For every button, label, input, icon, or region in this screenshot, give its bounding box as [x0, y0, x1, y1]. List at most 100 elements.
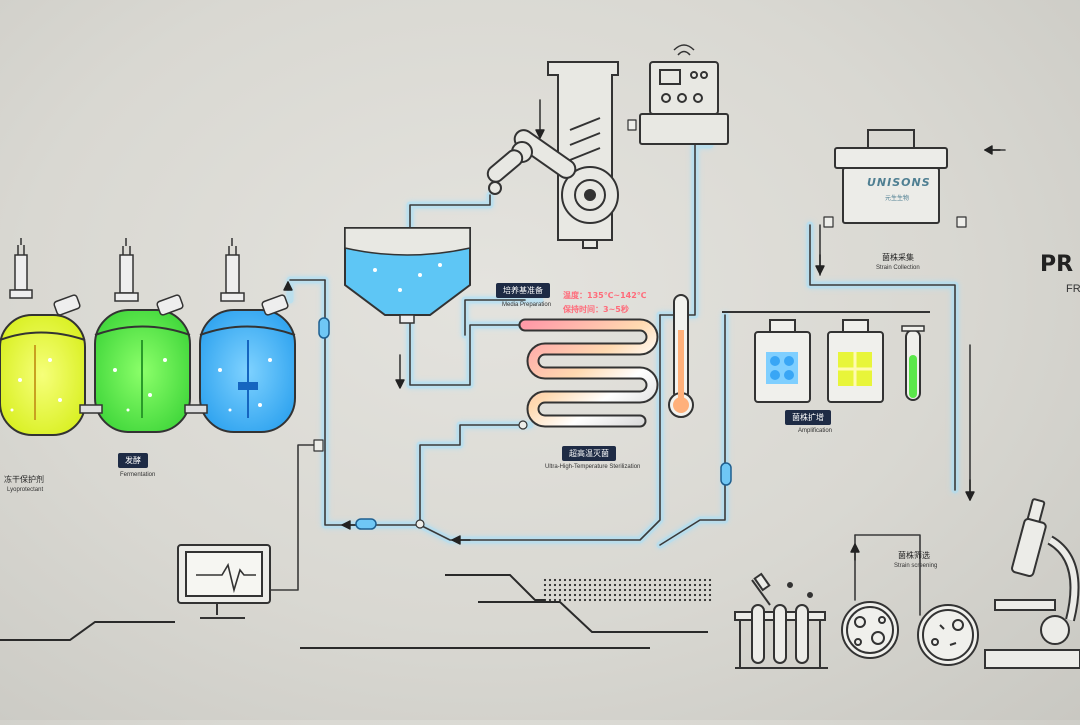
grid-dot — [663, 578, 667, 582]
grid-dot — [668, 593, 672, 597]
grid-dot — [623, 583, 627, 587]
grid-dot — [588, 588, 592, 592]
uht-sterilization-label: 超高温灭菌 — [562, 446, 616, 461]
grid-dot — [633, 593, 637, 597]
grid-dot — [653, 583, 657, 587]
section-subtitle: FR — [1066, 283, 1080, 295]
grid-dot — [583, 578, 587, 582]
grid-dot — [543, 583, 547, 587]
grid-dot — [578, 583, 582, 587]
thermometer — [668, 294, 694, 418]
grid-dot — [578, 588, 582, 592]
grid-dot — [598, 598, 602, 602]
grid-dot — [588, 578, 592, 582]
grid-dot — [608, 578, 612, 582]
lyoprotectant-label: 冻干保护剂 — [4, 475, 44, 484]
grid-dot — [698, 593, 702, 597]
grid-dot — [603, 598, 607, 602]
lyoprotectant-label-en: Lyoprotectant — [7, 487, 44, 493]
grid-dot — [578, 598, 582, 602]
grid-dot — [648, 578, 652, 582]
grid-dot — [593, 588, 597, 592]
grid-dot — [598, 583, 602, 587]
grid-dot — [583, 598, 587, 602]
strain-screening-label-en: Strain screening — [894, 563, 938, 569]
grid-dot — [548, 583, 552, 587]
grid-dot — [618, 593, 622, 597]
grid-dot — [648, 588, 652, 592]
grid-dot — [563, 593, 567, 597]
amplification-bottles — [722, 311, 930, 403]
monitor — [177, 544, 271, 619]
grid-dot — [568, 598, 572, 602]
grid-dot — [558, 593, 562, 597]
grid-dot — [643, 588, 647, 592]
grid-dot — [623, 593, 627, 597]
grid-dot — [633, 598, 637, 602]
grid-dot — [693, 583, 697, 587]
grid-dot — [628, 593, 632, 597]
section-title: PR — [1040, 252, 1074, 277]
grid-dot — [548, 593, 552, 597]
grid-dot — [563, 598, 567, 602]
grid-dot — [708, 588, 712, 592]
grid-dot — [558, 578, 562, 582]
grid-dot — [653, 578, 657, 582]
tank-yellow — [0, 238, 86, 436]
grid-dot — [703, 578, 707, 582]
grid-dot — [628, 583, 632, 587]
grid-dot — [593, 598, 597, 602]
grid-dot — [573, 593, 577, 597]
grid-dot — [623, 578, 627, 582]
grid-dot — [693, 598, 697, 602]
grid-dot — [668, 598, 672, 602]
grid-dot — [688, 583, 692, 587]
grid-dot — [673, 578, 677, 582]
grid-dot — [683, 593, 687, 597]
grid-dot — [683, 578, 687, 582]
grid-dot — [558, 598, 562, 602]
grid-dot — [603, 583, 607, 587]
fermentation-label: 发酵 — [118, 453, 148, 468]
strain-collection-label-en: Strain Collection — [876, 265, 920, 271]
circuit-traces — [0, 574, 708, 649]
grid-dot — [703, 593, 707, 597]
grid-dot — [673, 588, 677, 592]
tank-connector — [184, 404, 208, 414]
tank-green — [94, 238, 191, 433]
brand-logo-text: UNISONS — [867, 176, 931, 189]
strain-collection-label: 菌株采集 — [882, 253, 914, 262]
grid-dot — [573, 583, 577, 587]
uht-sterilization-label-en: Ultra-High-Temperature Sterilization — [545, 464, 641, 470]
grid-dot — [653, 598, 657, 602]
grid-dot — [693, 593, 697, 597]
grid-dot — [658, 598, 662, 602]
grid-dot — [568, 593, 572, 597]
grid-dot — [653, 588, 657, 592]
grid-dot — [648, 593, 652, 597]
grid-dot — [553, 583, 557, 587]
grid-dot — [698, 598, 702, 602]
grid-dot — [598, 578, 602, 582]
grid-dot — [553, 593, 557, 597]
amplification-label: 菌株扩增 — [785, 410, 831, 425]
petri-dishes — [841, 601, 979, 666]
grid-dot — [593, 583, 597, 587]
grid-dot — [678, 593, 682, 597]
grid-dot — [708, 578, 712, 582]
grid-dot — [703, 588, 707, 592]
grid-dot — [578, 593, 582, 597]
grid-dot — [568, 583, 572, 587]
grid-dot — [683, 583, 687, 587]
grid-dot — [663, 583, 667, 587]
grid-dot — [633, 588, 637, 592]
grid-dot — [658, 593, 662, 597]
grid-dot — [693, 578, 697, 582]
grid-dot — [648, 598, 652, 602]
grid-dot — [568, 578, 572, 582]
grid-dot — [583, 588, 587, 592]
grid-dot — [643, 578, 647, 582]
grid-dot — [588, 598, 592, 602]
grid-dot — [643, 593, 647, 597]
